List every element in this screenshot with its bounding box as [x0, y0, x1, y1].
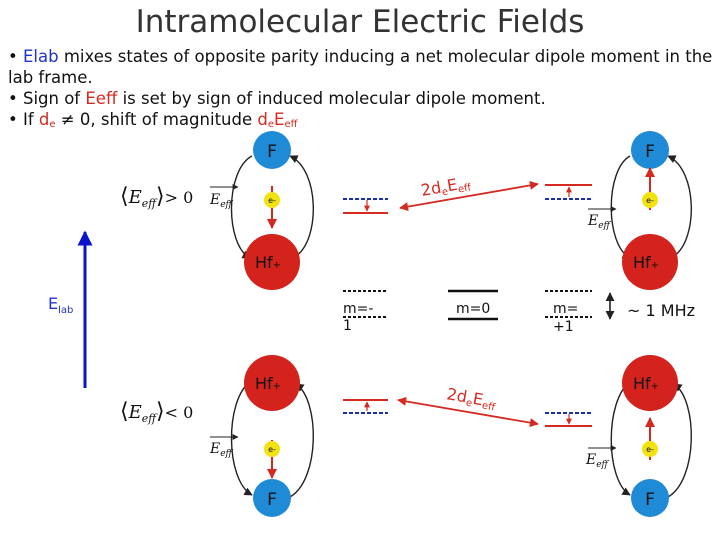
- bullet-list: • Elab mixes states of opposite parity i…: [8, 46, 713, 135]
- electron-label: e-: [646, 196, 654, 205]
- bullet-text: Sign of: [17, 89, 86, 108]
- hafnium-label: Hf+: [255, 374, 281, 393]
- condition-top: ⟨Eeff⟩> 0: [120, 184, 193, 210]
- de-eeff-term: deEeff: [257, 110, 298, 130]
- de-term: de: [38, 110, 56, 130]
- shift-arrow-bottom: [397, 396, 539, 428]
- level-label-m-zero: m=0: [456, 301, 490, 317]
- slide-title: Intramolecular Electric Fields: [135, 4, 585, 40]
- bullet-dot: •: [8, 89, 18, 108]
- molecule-bottom-right: Hf+ F e- Eeff: [585, 355, 692, 517]
- fluorine-atom: [253, 479, 291, 517]
- condition-bottom: ⟨Eeff⟩< 0: [120, 399, 193, 425]
- bullet-1: • Elab mixes states of opposite parity i…: [8, 46, 713, 88]
- bullet-text: If: [17, 110, 39, 129]
- elab-label: Elab: [48, 294, 73, 316]
- level-label-m-minus: m=-: [343, 301, 373, 317]
- shift-label-top: 2deEeff: [419, 172, 473, 201]
- spacing-label: ~ 1 MHz: [627, 301, 695, 320]
- shift-arrow-top: [399, 180, 539, 212]
- bullet-dot: •: [8, 47, 18, 66]
- bullet-text: mixes states of opposite parity inducing…: [8, 47, 713, 87]
- fluorine-atom: [631, 479, 669, 517]
- hafnium-label: Hf+: [633, 374, 659, 393]
- hafnium-atom: [244, 355, 300, 411]
- levels-middle: [343, 289, 615, 321]
- hafnium-atom: [244, 234, 300, 290]
- eeff-term: Eeff: [85, 89, 118, 108]
- molecule-top-left: F Hf+ e- Eeff: [209, 131, 314, 290]
- electron-label: e-: [268, 445, 276, 454]
- level-label-m-minus-2: 1: [343, 318, 352, 334]
- bullet-2: • Sign of Eeff is set by sign of induced…: [8, 88, 713, 109]
- eeff-vector-label: Eeff: [587, 213, 612, 231]
- electron: [642, 192, 658, 208]
- bullet-text: ≠ 0, shift of magnitude: [55, 110, 258, 129]
- level-label-m-plus: m=: [553, 301, 578, 317]
- elab-term: Elab: [22, 47, 59, 66]
- level-label-m-plus-2: +1: [553, 319, 574, 335]
- eeff-vector-label: Eeff: [585, 452, 610, 470]
- fluorine-label: F: [645, 142, 655, 162]
- bullet-dot: •: [8, 110, 18, 129]
- fluorine-label: F: [645, 490, 655, 510]
- levels-bottom: [343, 396, 592, 428]
- fluorine-label: F: [267, 490, 277, 510]
- bullet-text: is set by sign of induced molecular dipo…: [117, 89, 546, 108]
- hafnium-label: Hf+: [255, 253, 281, 272]
- electron-label: e-: [268, 196, 276, 205]
- hafnium-atom: [622, 234, 678, 290]
- fluorine-atom: [631, 131, 669, 169]
- electron-label: e-: [646, 445, 654, 454]
- hafnium-label: Hf+: [633, 253, 659, 272]
- eeff-vector-label: Eeff: [209, 441, 234, 459]
- bullet-3: • If de ≠ 0, shift of magnitude deEeff: [8, 109, 713, 135]
- shift-label-bottom: 2deEeff: [445, 384, 499, 413]
- eeff-vector-label: Eeff: [209, 192, 234, 210]
- electron: [642, 441, 658, 457]
- electron: [264, 192, 280, 208]
- fluorine-label: F: [267, 142, 277, 162]
- molecule-bottom-left: Hf+ F e- Eeff: [209, 355, 314, 517]
- electron: [264, 441, 280, 457]
- hafnium-atom: [622, 355, 678, 411]
- levels-top: [343, 180, 592, 214]
- fluorine-atom: [253, 131, 291, 169]
- molecule-top-right: F Hf+ e- Eeff: [587, 131, 692, 290]
